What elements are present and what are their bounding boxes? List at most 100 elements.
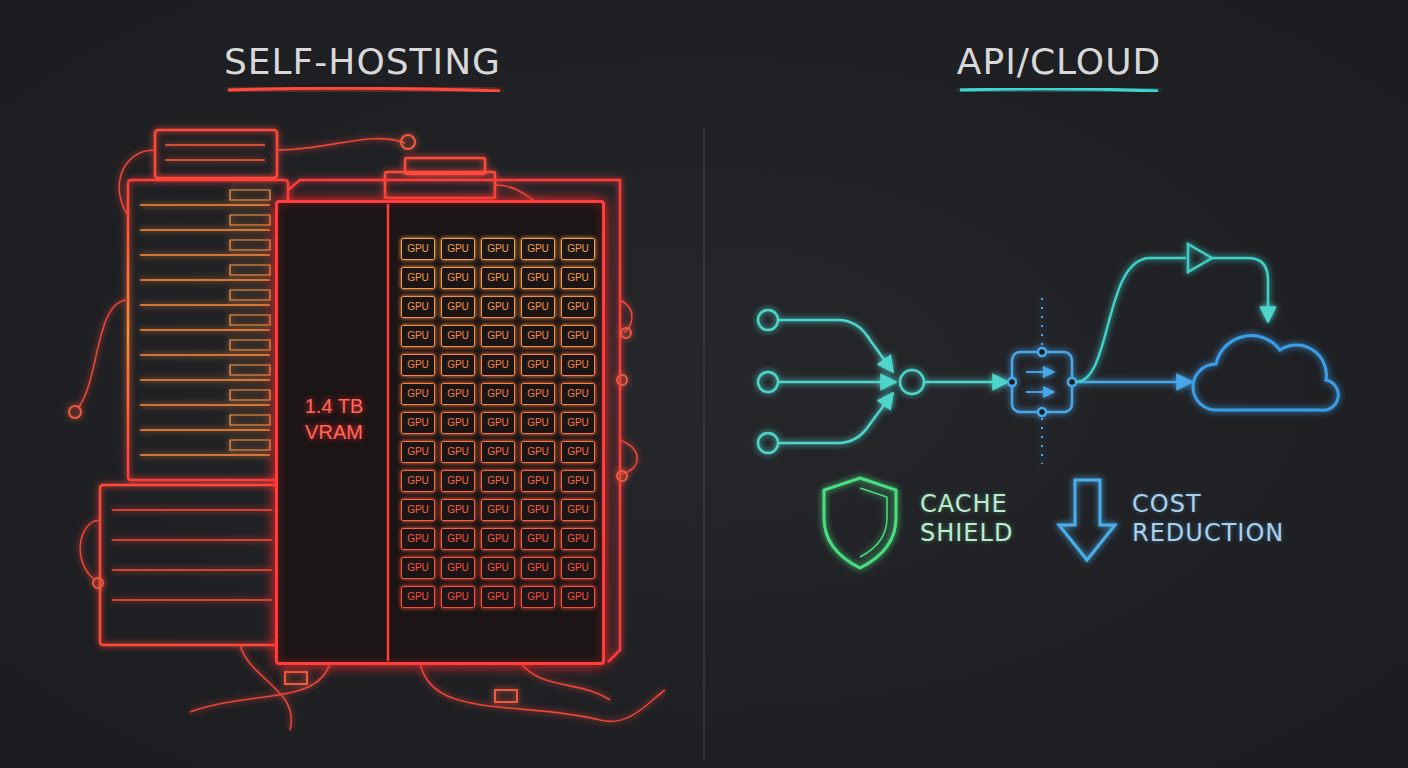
- port-dot: [1008, 378, 1016, 386]
- chip-label: GPU: [407, 476, 429, 486]
- wire: [620, 440, 637, 474]
- chip-label: GPU: [487, 389, 509, 399]
- chip-label: GPU: [527, 244, 549, 254]
- gpu-chip: GPU: [521, 528, 555, 550]
- chip-label: GPU: [407, 360, 429, 370]
- gpu-chip: GPU: [441, 528, 475, 550]
- gpu-chip: GPU: [441, 267, 475, 289]
- wire-node: [69, 406, 81, 418]
- flow-arrow: [924, 381, 1008, 384]
- gpu-chip: GPU: [441, 354, 475, 376]
- chip-label: GPU: [487, 244, 509, 254]
- gpu-chip: GPU: [441, 325, 475, 347]
- chip-label: GPU: [527, 592, 549, 602]
- chip-label: GPU: [407, 505, 429, 515]
- chip-label: GPU: [527, 563, 549, 573]
- down-arrow-icon: [1059, 480, 1115, 560]
- gpu-chip: GPU: [481, 557, 515, 579]
- chip-label: GPU: [567, 331, 589, 341]
- gpu-chip: GPU: [401, 325, 435, 347]
- server-slots: [165, 145, 265, 160]
- port-dot: [1068, 378, 1076, 386]
- chip-label: GPU: [447, 360, 469, 370]
- gpu-chip: GPU: [481, 412, 515, 434]
- chip-label: GPU: [567, 476, 589, 486]
- chip-label: GPU: [407, 418, 429, 428]
- chip-label: GPU: [407, 273, 429, 283]
- loop-arrow: [1212, 258, 1268, 322]
- gpu-chip: GPU: [481, 499, 515, 521]
- loop-path: [1076, 258, 1186, 382]
- chip-label: GPU: [567, 389, 589, 399]
- chip-label: GPU: [487, 360, 509, 370]
- wire: [277, 139, 405, 150]
- gpu-chip: GPU: [561, 325, 595, 347]
- flow-arrow: [778, 393, 893, 443]
- gpu-chip: GPU: [561, 499, 595, 521]
- chip-label: GPU: [487, 592, 509, 602]
- server-unit: [155, 130, 277, 178]
- gpu-chip: GPU: [401, 528, 435, 550]
- gpu-rack: 1.4 TB VRAM GPU GPU GPU GPU GPU GPU GPU GPU GPU GP…: [275, 200, 605, 665]
- chip-label: GPU: [567, 273, 589, 283]
- router-arrow: [1026, 391, 1054, 393]
- plug: [285, 672, 307, 684]
- wire-node: [93, 578, 103, 588]
- chip-label: GPU: [447, 244, 469, 254]
- flow-arrow: [778, 320, 893, 372]
- wire-node: [621, 328, 631, 338]
- gpu-chip: GPU: [521, 325, 555, 347]
- gpu-chip: GPU: [561, 441, 595, 463]
- drive-bays: [230, 190, 270, 450]
- merge-circle: [900, 370, 924, 394]
- chip-label: GPU: [407, 331, 429, 341]
- cable: [190, 662, 330, 712]
- feature-label: COST REDUCTION: [1132, 490, 1292, 548]
- section-title: API/CLOUD: [930, 40, 1188, 83]
- chip-label: GPU: [447, 563, 469, 573]
- gpu-chip: GPU: [481, 586, 515, 608]
- wire-node: [617, 471, 627, 481]
- chip-label: GPU: [407, 534, 429, 544]
- chip-label: GPU: [407, 302, 429, 312]
- chip-label: GPU: [527, 389, 549, 399]
- capacity-label: 1.4 TB VRAM: [292, 393, 376, 445]
- chip-label: GPU: [487, 418, 509, 428]
- chip-label: GPU: [407, 592, 429, 602]
- chip-label: GPU: [527, 360, 549, 370]
- gpu-chip: GPU: [441, 557, 475, 579]
- chip-label: GPU: [487, 447, 509, 457]
- chip-label: GPU: [407, 447, 429, 457]
- server-tower: [128, 180, 288, 480]
- section-divider: [703, 128, 705, 760]
- gpu-chip: GPU: [561, 470, 595, 492]
- gpu-chip: GPU: [401, 267, 435, 289]
- server-unit: [405, 158, 485, 174]
- gpu-chip: GPU: [441, 296, 475, 318]
- chip-label: GPU: [487, 534, 509, 544]
- chip-label: GPU: [487, 331, 509, 341]
- gpu-chip: GPU: [521, 238, 555, 260]
- gpu-chip: GPU: [521, 267, 555, 289]
- chip-label: GPU: [567, 418, 589, 428]
- gpu-chip: GPU: [401, 470, 435, 492]
- gpu-chip: GPU: [401, 238, 435, 260]
- gpu-chip: GPU: [441, 412, 475, 434]
- chip-label: GPU: [407, 563, 429, 573]
- cable: [420, 662, 665, 721]
- chip-label: GPU: [487, 505, 509, 515]
- gpu-chip: GPU: [521, 557, 555, 579]
- gpu-chip: GPU: [441, 586, 475, 608]
- flow-arrow: [1076, 381, 1192, 384]
- dotted-line: [1041, 298, 1043, 464]
- title-underline: [228, 88, 500, 91]
- chip-label: GPU: [487, 302, 509, 312]
- plug: [495, 690, 517, 702]
- gpu-chip: GPU: [521, 470, 555, 492]
- rack-face-edge: [387, 204, 390, 661]
- wire-node: [401, 135, 415, 149]
- gpu-chip: GPU: [561, 267, 595, 289]
- gpu-chip: GPU: [521, 354, 555, 376]
- cloud-icon: [1193, 336, 1338, 411]
